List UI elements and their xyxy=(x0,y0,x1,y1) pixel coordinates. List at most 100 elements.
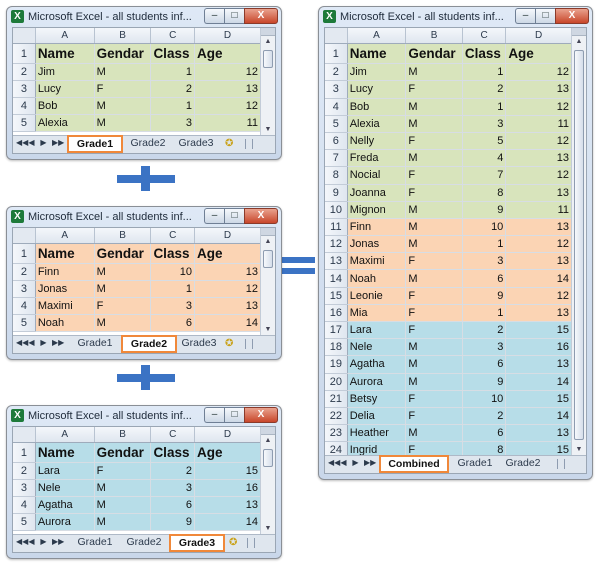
column-header[interactable]: D xyxy=(194,427,261,443)
row-number[interactable]: 16 xyxy=(325,304,348,323)
cell[interactable]: M xyxy=(94,513,152,531)
cell[interactable]: 9 xyxy=(462,373,507,391)
scroll-up-arrow-icon[interactable]: ▲ xyxy=(575,38,583,45)
cell[interactable]: 13 xyxy=(505,355,572,374)
cell[interactable]: 9 xyxy=(150,513,196,531)
cell[interactable]: M xyxy=(405,355,463,374)
title-bar[interactable]: X Microsoft Excel - all students inf... … xyxy=(7,7,281,27)
cell[interactable]: Freda xyxy=(347,149,407,168)
cell[interactable]: Alexia xyxy=(35,114,95,132)
cell[interactable]: Noah xyxy=(35,314,95,332)
cell[interactable]: M xyxy=(94,496,152,514)
cell[interactable]: 13 xyxy=(194,80,261,98)
cell[interactable]: 13 xyxy=(194,297,261,315)
row-number[interactable]: 2 xyxy=(13,263,36,281)
cell[interactable]: 12 xyxy=(505,166,572,185)
insert-sheet-icon[interactable]: ✪ xyxy=(225,138,234,149)
cell[interactable]: Jonas xyxy=(347,235,407,254)
cell[interactable]: Agatha xyxy=(347,355,407,374)
scroll-thumb[interactable] xyxy=(263,50,273,68)
column-title-cell[interactable]: Age xyxy=(505,43,572,65)
cell[interactable]: M xyxy=(405,373,463,391)
cell[interactable]: M xyxy=(405,235,463,254)
cell[interactable]: 13 xyxy=(505,252,572,271)
cell[interactable]: 4 xyxy=(462,149,507,168)
column-title-cell[interactable]: Age xyxy=(194,243,261,264)
cell[interactable]: 6 xyxy=(150,496,196,514)
cell[interactable]: Heather xyxy=(347,424,407,443)
cell[interactable]: F xyxy=(405,166,463,185)
cell[interactable]: Finn xyxy=(347,218,407,237)
cell[interactable]: 1 xyxy=(462,98,507,116)
cell[interactable]: 1 xyxy=(462,304,507,323)
cell[interactable]: Aurora xyxy=(347,373,407,391)
cell[interactable]: 13 xyxy=(505,80,572,99)
column-title-cell[interactable]: Gendar xyxy=(405,43,463,65)
row-number[interactable]: 5 xyxy=(13,114,36,132)
row-number[interactable]: 2 xyxy=(13,462,36,480)
insert-sheet-icon[interactable]: ✪ xyxy=(225,338,234,349)
row-number[interactable]: 1 xyxy=(13,243,36,264)
cell[interactable]: 3 xyxy=(462,338,507,357)
cell[interactable]: 10 xyxy=(462,218,507,237)
row-number[interactable]: 1 xyxy=(13,43,36,64)
scroll-up-arrow-icon[interactable]: ▲ xyxy=(264,437,272,444)
sheet-tab-grade1[interactable]: Grade1 xyxy=(77,337,113,349)
column-title-cell[interactable]: Name xyxy=(35,243,95,264)
cell[interactable]: 13 xyxy=(194,263,261,281)
cell[interactable]: 1 xyxy=(150,97,196,115)
cell[interactable]: 6 xyxy=(150,314,196,332)
row-number[interactable]: 15 xyxy=(325,287,348,305)
cell[interactable]: 5 xyxy=(462,132,507,151)
first-sheet-icon[interactable]: ◀◀ xyxy=(16,338,29,347)
cell[interactable]: 15 xyxy=(505,321,572,340)
sheet-tab-grade2[interactable]: Grade2 xyxy=(121,335,177,353)
row-number[interactable]: 3 xyxy=(13,479,36,497)
scroll-up-arrow-icon[interactable]: ▲ xyxy=(264,238,272,245)
vertical-scrollbar[interactable]: ▲ ▼ xyxy=(260,228,275,336)
column-header[interactable]: C xyxy=(150,427,196,443)
next-sheet-icon[interactable]: ▶ xyxy=(352,458,359,467)
cell[interactable]: 1 xyxy=(150,63,196,81)
sheet-tab-grade1[interactable]: Grade1 xyxy=(67,135,123,153)
column-header[interactable]: D xyxy=(194,28,261,44)
cell[interactable]: Nocial xyxy=(347,166,407,185)
column-title-cell[interactable]: Gendar xyxy=(94,442,152,463)
column-header[interactable]: A xyxy=(35,28,95,44)
cell[interactable]: Betsy xyxy=(347,390,407,408)
title-bar[interactable]: X Microsoft Excel - all students inf... … xyxy=(319,7,592,27)
row-number[interactable]: 21 xyxy=(325,390,348,408)
cell[interactable]: 3 xyxy=(150,479,196,497)
prev-sheet-icon[interactable]: ◀ xyxy=(28,338,35,347)
cell[interactable]: 13 xyxy=(505,218,572,237)
cell[interactable]: M xyxy=(405,424,463,443)
cell[interactable]: 9 xyxy=(462,201,507,219)
cell[interactable]: F xyxy=(94,462,152,480)
column-title-cell[interactable]: Name xyxy=(35,442,95,463)
sheet-tab-grade2[interactable]: Grade2 xyxy=(505,457,541,469)
cell[interactable]: M xyxy=(405,149,463,168)
row-number[interactable]: 4 xyxy=(13,496,36,514)
row-number[interactable]: 4 xyxy=(13,97,36,115)
cell[interactable]: 1 xyxy=(462,63,507,82)
tab-split-handle[interactable] xyxy=(245,139,253,149)
row-number[interactable]: 19 xyxy=(325,355,348,374)
cell[interactable]: 1 xyxy=(150,280,196,298)
scroll-down-arrow-icon[interactable]: ▼ xyxy=(264,525,272,532)
cell[interactable]: 13 xyxy=(505,424,572,443)
cell[interactable]: Lucy xyxy=(35,80,95,98)
cell[interactable]: Jim xyxy=(347,63,407,82)
cell[interactable]: 6 xyxy=(462,424,507,443)
cell[interactable]: M xyxy=(94,63,152,81)
sheet-tab-grade3[interactable]: Grade3 xyxy=(181,337,217,349)
cell[interactable]: 14 xyxy=(194,513,261,531)
cell[interactable]: Leonie xyxy=(347,287,407,305)
cell[interactable]: Mia xyxy=(347,304,407,323)
tab-split-handle[interactable] xyxy=(557,459,565,469)
cell[interactable]: 2 xyxy=(462,80,507,99)
cell[interactable]: 16 xyxy=(194,479,261,497)
cell[interactable]: M xyxy=(405,115,463,133)
cell[interactable]: Nelly xyxy=(347,132,407,151)
prev-sheet-icon[interactable]: ◀ xyxy=(340,458,347,467)
